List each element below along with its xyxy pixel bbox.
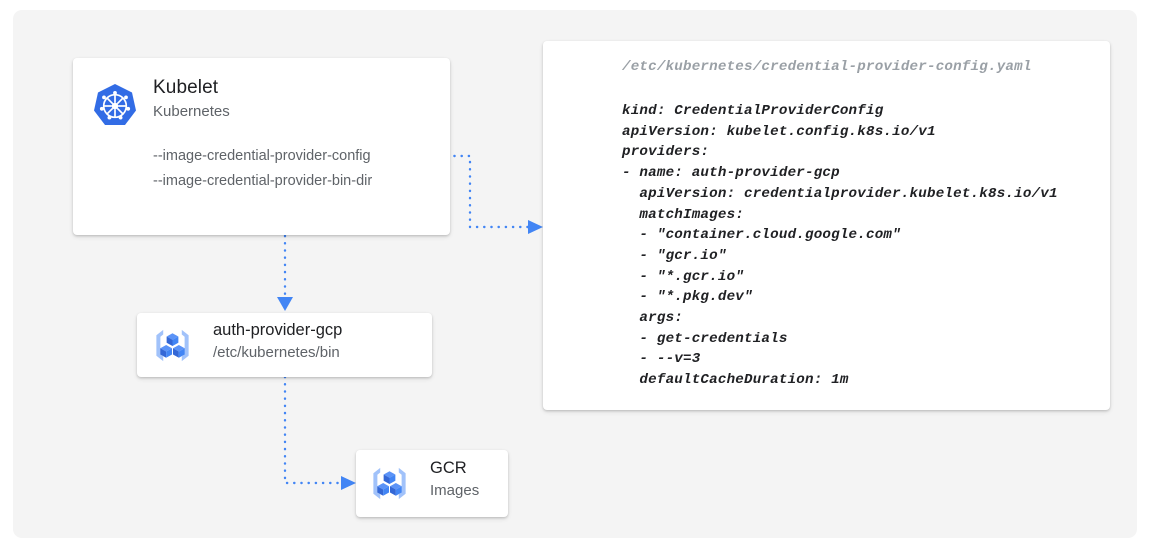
kubelet-flag-image-credential-provider-bin-dir: --image-credential-provider-bin-dir	[153, 173, 373, 189]
yaml-config-card[interactable]: /etc/kubernetes/credential-provider-conf…	[543, 41, 1110, 410]
kubelet-title: Kubelet	[153, 77, 219, 98]
yaml-file-content: kind: CredentialProviderConfig apiVersio…	[622, 103, 1058, 389]
gcp-container-registry-icon	[151, 324, 194, 367]
kubelet-subtitle: Kubernetes	[153, 103, 230, 120]
yaml-file-path: /etc/kubernetes/credential-provider-conf…	[622, 59, 1032, 75]
auth-provider-title: auth-provider-gcp	[213, 321, 343, 339]
kubelet-flags-list: --image-credential-provider-config --ima…	[153, 144, 372, 194]
gcr-title: GCR	[430, 459, 467, 477]
gcr-card[interactable]: GCR Images	[356, 450, 508, 517]
auth-provider-card[interactable]: auth-provider-gcp /etc/kubernetes/bin	[137, 313, 432, 377]
gcp-container-registry-icon	[368, 462, 411, 505]
gcr-subtitle: Images	[430, 482, 480, 499]
kubelet-flag-image-credential-provider-config: --image-credential-provider-config	[153, 148, 371, 164]
auth-provider-subtitle: /etc/kubernetes/bin	[213, 344, 340, 361]
kubernetes-logo-icon	[90, 81, 140, 131]
kubelet-card[interactable]: Kubelet Kubernetes --image-credential-pr…	[73, 58, 450, 235]
